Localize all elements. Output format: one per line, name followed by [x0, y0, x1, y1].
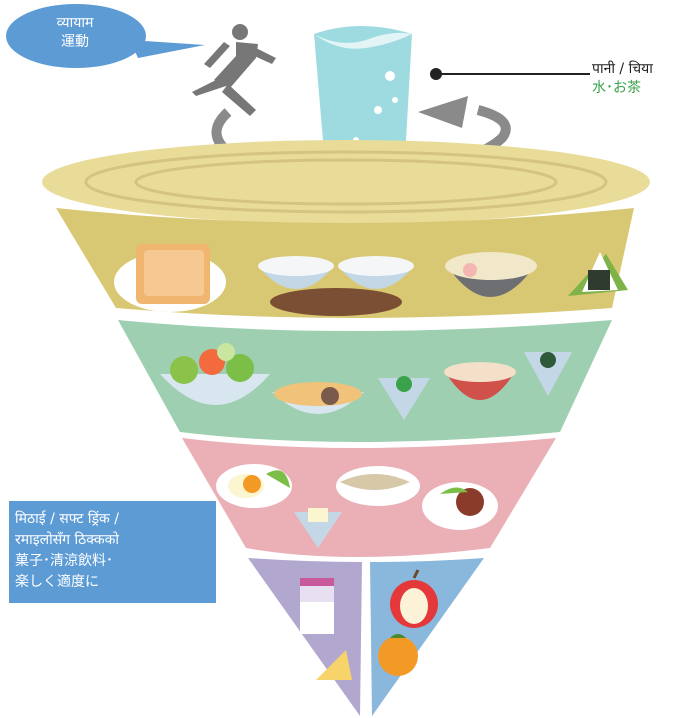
milk-glass-icon [300, 578, 334, 634]
spin-arrow-head-icon [418, 96, 468, 128]
apple-icon [390, 569, 438, 628]
water-label-ne: पानी / चिया [592, 61, 653, 77]
cheese-icon [316, 650, 352, 680]
top-disc [42, 140, 650, 224]
small-green-dish-icon [378, 376, 430, 420]
tofu-dish-icon [294, 508, 342, 548]
tier-fruit [370, 558, 484, 716]
stew-bowl-icon [272, 382, 364, 414]
sweets-box: मिठाई / सफ्ट ड्रिंक / रमाइलोसँग ठिक्कको … [9, 501, 216, 603]
exercise-label-ne: व्यायाम [56, 15, 94, 31]
meat-dish-icon [422, 482, 498, 530]
fried-egg-icon [216, 464, 292, 508]
sweets-line-3: 菓子･清涼飲料･ [15, 553, 113, 569]
tier-vegetables [118, 320, 612, 442]
orange-icon [378, 634, 418, 676]
water-pointer [430, 68, 590, 80]
salad-icon [160, 343, 270, 405]
onigiri-icon [568, 252, 628, 296]
water-label: पानी / चिया 水･お茶 [592, 60, 653, 98]
exercise-bubble-text: व्यायाम 運動 [30, 14, 120, 52]
running-person-icon [192, 24, 276, 116]
bread-icon [114, 244, 226, 312]
soup-bowl-icon [444, 362, 516, 400]
noodle-bowl-icon [445, 252, 537, 297]
sweets-line-2: रमाइलोसँग ठिक्कको [15, 532, 120, 548]
sweets-line-4: 楽しく適度に [15, 574, 99, 590]
seaweed-dish-icon [524, 352, 572, 396]
grilled-fish-icon [336, 466, 420, 506]
exercise-label-ja: 運動 [61, 34, 89, 50]
rice-bowls-icon [258, 256, 414, 316]
water-label-ja: 水･お茶 [592, 80, 641, 96]
sweets-line-1: मिठाई / सफ्ट ड्रिंक / [15, 511, 119, 527]
exercise-bubble [6, 4, 205, 68]
